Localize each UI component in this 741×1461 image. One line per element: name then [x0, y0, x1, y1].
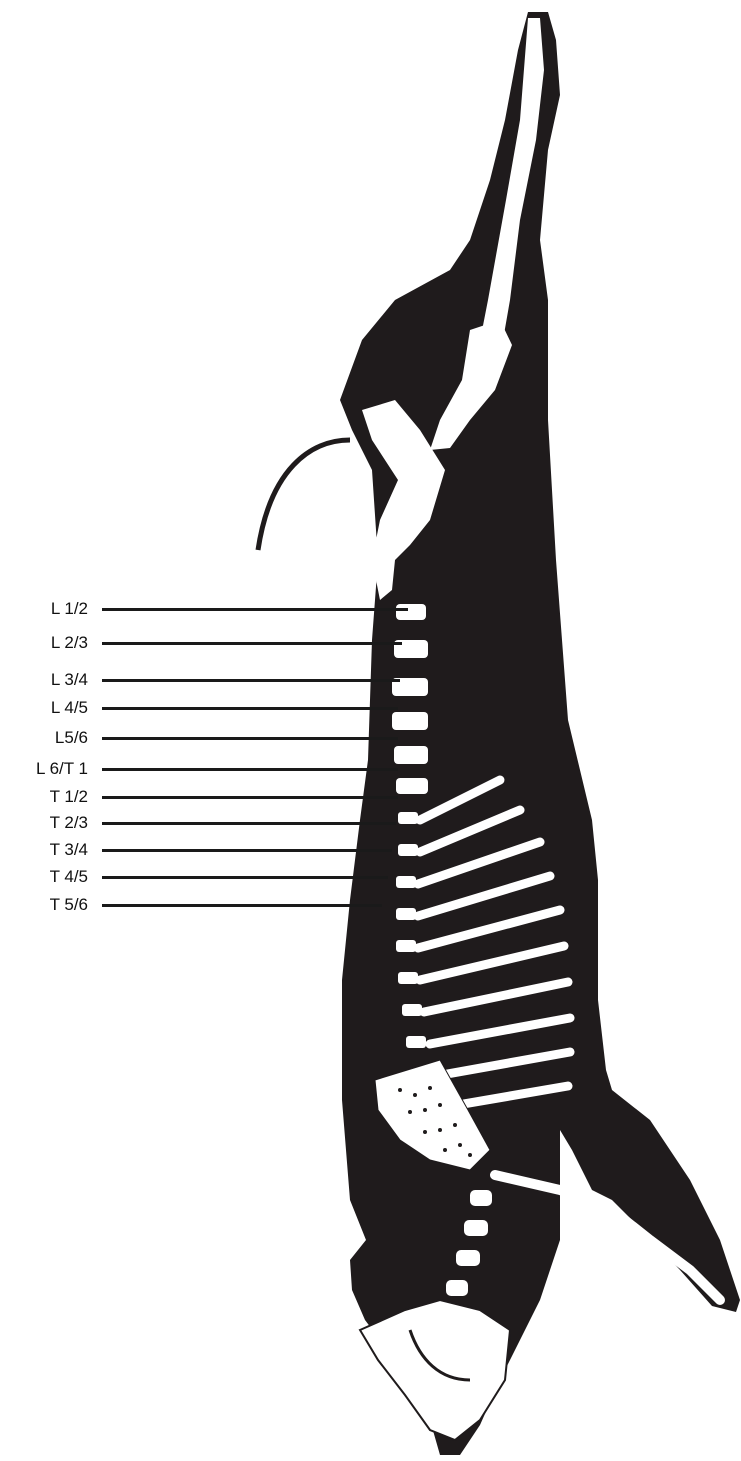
cut-label: T 5/6: [50, 895, 88, 915]
cut-indicator-line: [102, 642, 402, 645]
cut-label: L 3/4: [51, 670, 88, 690]
cut-indicator-line: [102, 822, 396, 825]
cut-label: L 4/5: [51, 698, 88, 718]
cut-indicator-line: [102, 679, 400, 682]
cut-label: L 2/3: [51, 633, 88, 653]
cut-label: T 1/2: [50, 787, 88, 807]
cut-label: L 6/T 1: [36, 759, 88, 779]
tail: [258, 440, 350, 550]
cut-indicator-line: [102, 707, 398, 710]
cut-label: L5/6: [55, 728, 88, 748]
cut-label: L 1/2: [51, 599, 88, 619]
cut-indicator-line: [102, 608, 408, 611]
cut-label: T 4/5: [50, 867, 88, 887]
carcass-silhouette: [340, 12, 740, 1455]
cut-indicator-line: [102, 904, 382, 907]
cut-indicator-line: [102, 796, 398, 799]
cut-indicator-line: [102, 876, 388, 879]
cut-indicator-line: [102, 768, 398, 771]
cut-label: T 3/4: [50, 840, 88, 860]
cut-indicator-line: [102, 849, 392, 852]
cut-indicator-line: [102, 737, 398, 740]
cut-label: T 2/3: [50, 813, 88, 833]
